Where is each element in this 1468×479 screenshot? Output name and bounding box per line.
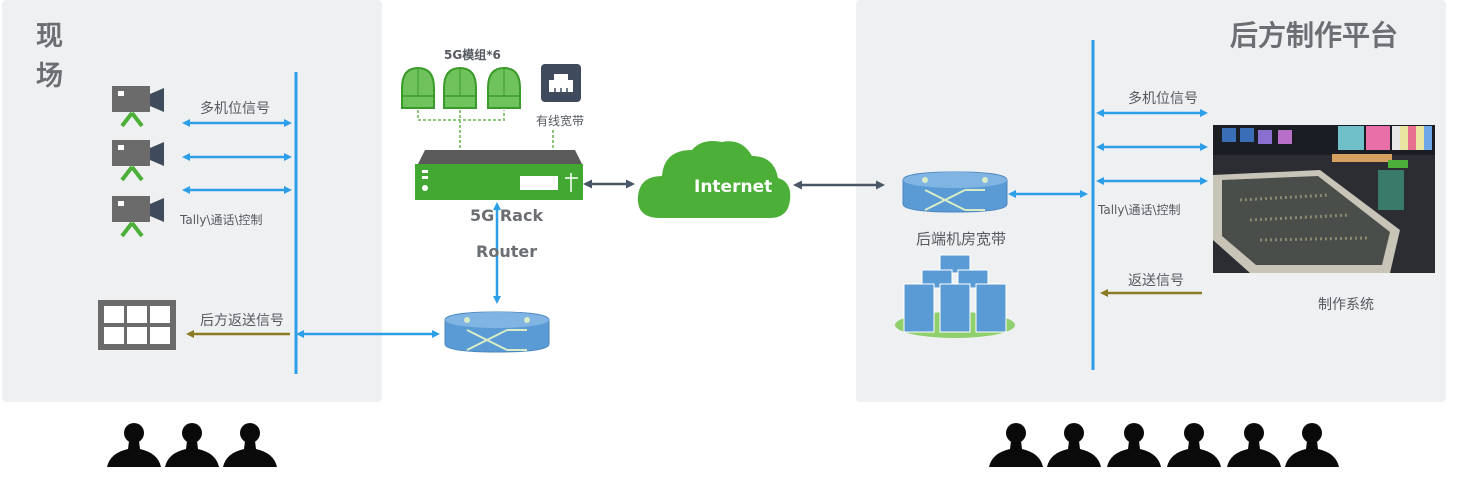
ethernet-icon <box>541 64 581 102</box>
person-icon <box>1167 423 1221 467</box>
production-return-label: 返送信号 <box>1128 273 1184 289</box>
person-icon <box>989 423 1043 467</box>
router-label-line2: Router <box>476 242 538 261</box>
internet-cloud-icon <box>637 141 791 218</box>
production-multi-camera-label: 多机位信号 <box>1128 91 1198 107</box>
onsite-title-char-1: 现 <box>36 21 63 52</box>
person-icon <box>107 423 161 467</box>
wired-broadband-label: 有线宽带 <box>536 114 585 128</box>
camera-icon-2 <box>110 138 166 182</box>
server-cluster-icon <box>895 254 1015 338</box>
multiview-monitor-icon <box>98 300 176 350</box>
onsite-title-char-2: 场 <box>36 61 63 92</box>
production-system-label: 制作系统 <box>1318 297 1374 313</box>
5g-rack-router-icon <box>415 150 583 200</box>
server-switch-icon <box>902 171 1008 213</box>
server-broadband-label: 后端机房宽带 <box>916 230 1007 248</box>
onsite-tally-label: Tally\通话\控制 <box>180 213 263 227</box>
antenna-label: 5G模组*6 <box>444 48 501 62</box>
camera-icon-1 <box>110 84 166 128</box>
production-console-image <box>1213 125 1435 273</box>
onsite-multi-camera-label: 多机位信号 <box>200 101 270 117</box>
camera-icon-3 <box>110 194 166 238</box>
internet-label: Internet <box>694 177 773 197</box>
antenna-icon <box>443 67 477 109</box>
person-icon <box>1107 423 1161 467</box>
antenna-icon <box>487 67 521 109</box>
router-label-line1: 5G Rack <box>470 206 544 225</box>
production-tally-label: Tally\通话\控制 <box>1098 203 1181 217</box>
person-icon <box>165 423 219 467</box>
person-icon <box>223 423 277 467</box>
person-icon <box>1227 423 1281 467</box>
person-icon <box>1285 423 1339 467</box>
onsite-return-label: 后方返送信号 <box>200 313 284 329</box>
antenna-icon <box>401 67 435 109</box>
person-icon <box>1047 423 1101 467</box>
production-title: 后方制作平台 <box>1230 19 1399 52</box>
onsite-switch-icon <box>444 311 550 353</box>
